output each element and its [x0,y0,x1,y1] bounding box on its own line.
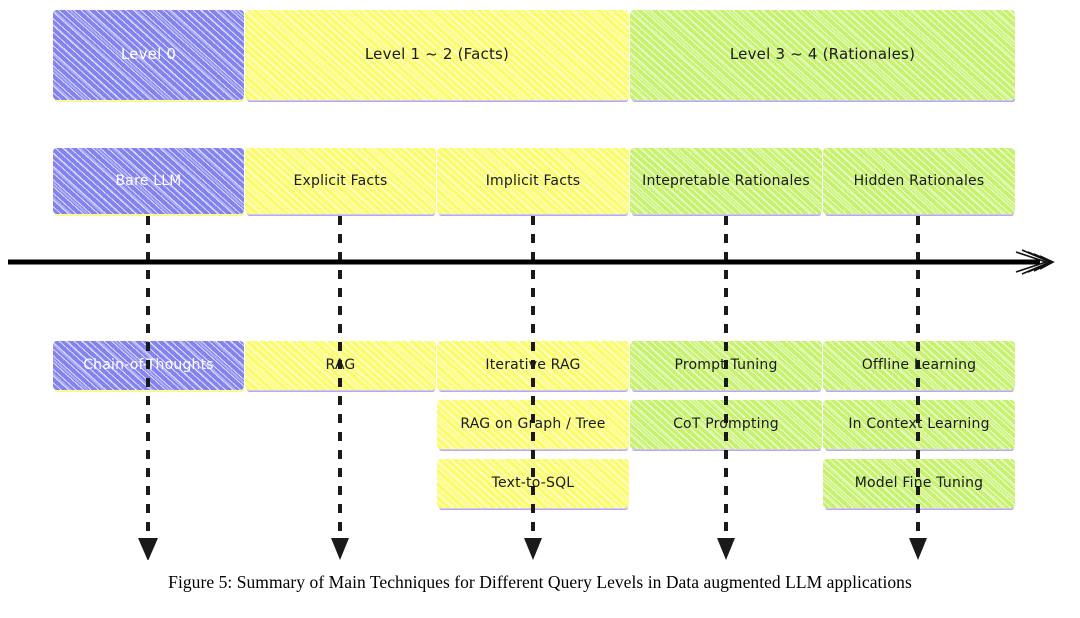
technique-offline-learning-label: Offline Learning [861,357,977,374]
technique-cot-prompting-label: CoT Prompting [673,416,779,433]
query-type-intepretable-rationales[interactable]: Intepretable Rationales [630,148,822,214]
level-band-3-4[interactable]: Level 3 ~ 4 (Rationales) [630,10,1015,100]
timeline-axis-arrowhead [1015,249,1055,275]
technique-chain-of-thoughts-label: Chain-of-Thoughts [83,357,214,374]
query-type-explicit-facts[interactable]: Explicit Facts [245,148,436,214]
level-band-0[interactable]: Level 0 [53,10,244,100]
technique-in-context-learning-label: In Context Learning [848,416,990,433]
technique-in-context-learning[interactable]: In Context Learning [823,400,1015,449]
technique-rag-label: RAG [325,357,356,374]
technique-iterative-rag[interactable]: Iterative RAG [437,341,629,390]
technique-offline-learning[interactable]: Offline Learning [823,341,1015,390]
figure-caption: Figure 5: Summary of Main Techniques for… [168,572,912,592]
technique-model-fine-tuning-label: Model Fine Tuning [854,475,984,492]
level-band-1-2-label: Level 1 ~ 2 (Facts) [364,45,510,64]
technique-chain-of-thoughts[interactable]: Chain-of-Thoughts [53,341,244,390]
technique-prompt-tuning[interactable]: Prompt Tuning [630,341,822,390]
level-band-1-2[interactable]: Level 1 ~ 2 (Facts) [245,10,629,100]
technique-rag-on-graph-tree-label: RAG on Graph / Tree [460,416,606,433]
technique-cot-prompting[interactable]: CoT Prompting [630,400,822,449]
query-type-intepretable-rationales-label: Intepretable Rationales [642,172,810,189]
technique-prompt-tuning-label: Prompt Tuning [674,357,778,374]
diagram-canvas: Level 0 Level 1 ~ 2 (Facts) Level 3 ~ 4 … [8,10,1055,560]
query-type-implicit-facts[interactable]: Implicit Facts [437,148,629,214]
technique-model-fine-tuning[interactable]: Model Fine Tuning [823,459,1015,508]
level-band-3-4-label: Level 3 ~ 4 (Rationales) [729,45,916,64]
level-band-0-label: Level 0 [120,45,177,64]
technique-iterative-rag-label: Iterative RAG [485,357,581,374]
technique-rag-on-graph-tree[interactable]: RAG on Graph / Tree [437,400,629,449]
query-type-bare-llm-label: Bare LLM [115,172,182,189]
connector-arrowheads [138,538,927,560]
query-type-implicit-facts-label: Implicit Facts [485,172,581,189]
technique-text-to-sql-label: Text-to-SQL [491,475,575,492]
technique-rag[interactable]: RAG [245,341,436,390]
technique-text-to-sql[interactable]: Text-to-SQL [437,459,629,508]
query-type-hidden-rationales[interactable]: Hidden Rationales [823,148,1015,214]
query-type-hidden-rationales-label: Hidden Rationales [853,172,985,189]
query-type-bare-llm[interactable]: Bare LLM [53,148,244,214]
query-type-explicit-facts-label: Explicit Facts [293,172,388,189]
